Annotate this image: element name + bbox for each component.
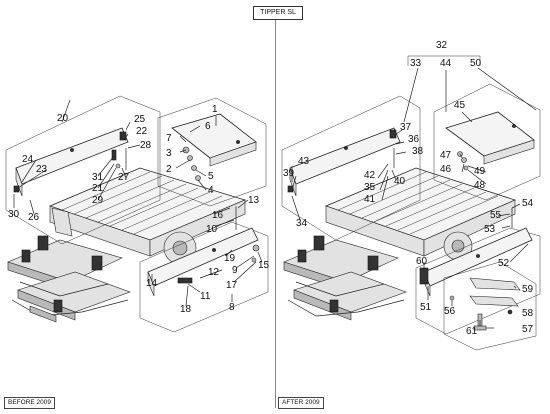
callout-52: 52 bbox=[498, 258, 510, 269]
callout-47: 47 bbox=[440, 150, 452, 161]
left-assembly: 20 1 25 22 28 6 7 3 2 5 4 24 23 31 21 29… bbox=[5, 95, 270, 333]
callout-14: 14 bbox=[146, 278, 158, 289]
left-cargo-bed bbox=[48, 167, 247, 265]
right-chassis bbox=[283, 235, 407, 321]
diagram-title: TIPPER SL bbox=[253, 6, 303, 20]
callout-61: 61 bbox=[466, 326, 478, 337]
callout-37: 37 bbox=[400, 122, 412, 133]
left-frame-1 bbox=[157, 97, 267, 207]
callout-16: 16 bbox=[212, 210, 224, 221]
right-frame-33 bbox=[281, 95, 421, 241]
footer-before-2009: BEFORE 2009 bbox=[4, 397, 55, 409]
callout-35: 35 bbox=[364, 182, 376, 193]
callout-4: 4 bbox=[208, 185, 214, 196]
callout-53: 53 bbox=[484, 224, 496, 235]
left-chassis bbox=[7, 235, 131, 323]
callout-29: 29 bbox=[92, 195, 104, 206]
callout-7: 7 bbox=[166, 133, 172, 144]
callout-34: 34 bbox=[296, 218, 308, 229]
callout-18: 18 bbox=[180, 304, 192, 315]
callout-3: 3 bbox=[166, 148, 172, 159]
callout-36: 36 bbox=[408, 134, 420, 145]
callout-11: 11 bbox=[200, 291, 211, 302]
callout-5: 5 bbox=[208, 171, 214, 182]
callout-55: 55 bbox=[490, 210, 502, 221]
callout-12: 12 bbox=[208, 267, 220, 278]
callout-24: 24 bbox=[22, 154, 34, 165]
callout-50: 50 bbox=[470, 58, 482, 69]
callout-17: 17 bbox=[226, 280, 238, 291]
callout-27: 27 bbox=[118, 172, 130, 183]
callout-23: 23 bbox=[36, 164, 48, 175]
callout-8: 8 bbox=[229, 302, 235, 313]
callout-46: 46 bbox=[440, 164, 452, 175]
callout-48: 48 bbox=[474, 180, 486, 191]
callout-60: 60 bbox=[416, 256, 428, 267]
callout-26: 26 bbox=[28, 212, 40, 223]
callout-39: 39 bbox=[283, 168, 295, 179]
callout-30: 30 bbox=[8, 209, 20, 220]
callout-31: 31 bbox=[92, 172, 104, 183]
callout-10: 10 bbox=[206, 224, 218, 235]
callout-57: 57 bbox=[522, 324, 534, 335]
callout-44: 44 bbox=[440, 58, 452, 69]
callout-21: 21 bbox=[92, 183, 104, 194]
callout-1: 1 bbox=[212, 104, 218, 115]
callout-32: 32 bbox=[436, 40, 448, 51]
callout-45: 45 bbox=[454, 100, 466, 111]
callout-56: 56 bbox=[444, 306, 456, 317]
left-frame-8 bbox=[139, 221, 269, 333]
right-frame-side bbox=[415, 227, 541, 335]
callout-13: 13 bbox=[248, 195, 260, 206]
right-frame-32 bbox=[407, 55, 481, 66]
callout-40: 40 bbox=[394, 176, 406, 187]
right-latch-frame bbox=[443, 261, 537, 351]
left-frame-20 bbox=[5, 95, 161, 245]
callout-25: 25 bbox=[134, 114, 146, 125]
callout-22: 22 bbox=[136, 126, 148, 137]
callout-59: 59 bbox=[522, 284, 534, 295]
callout-33: 33 bbox=[410, 58, 422, 69]
callout-43: 43 bbox=[298, 156, 310, 167]
callout-20: 20 bbox=[57, 113, 69, 124]
callout-49: 49 bbox=[474, 166, 486, 177]
callout-41: 41 bbox=[364, 194, 376, 205]
callout-54: 54 bbox=[522, 198, 534, 209]
center-divider bbox=[275, 20, 276, 408]
callout-51: 51 bbox=[420, 302, 432, 313]
callout-15: 15 bbox=[258, 260, 270, 271]
callout-58: 58 bbox=[522, 308, 534, 319]
right-frame-44 bbox=[433, 83, 541, 201]
callout-9: 9 bbox=[232, 265, 238, 276]
callout-28: 28 bbox=[140, 140, 152, 151]
callout-2: 2 bbox=[166, 164, 172, 175]
right-assembly: 32 33 44 50 45 37 36 38 43 39 42 35 41 4… bbox=[281, 40, 541, 351]
callout-19: 19 bbox=[224, 253, 236, 264]
callout-6: 6 bbox=[205, 121, 211, 132]
callout-38: 38 bbox=[412, 146, 424, 157]
callout-42: 42 bbox=[364, 170, 376, 181]
footer-after-2009: AFTER 2009 bbox=[278, 397, 324, 409]
